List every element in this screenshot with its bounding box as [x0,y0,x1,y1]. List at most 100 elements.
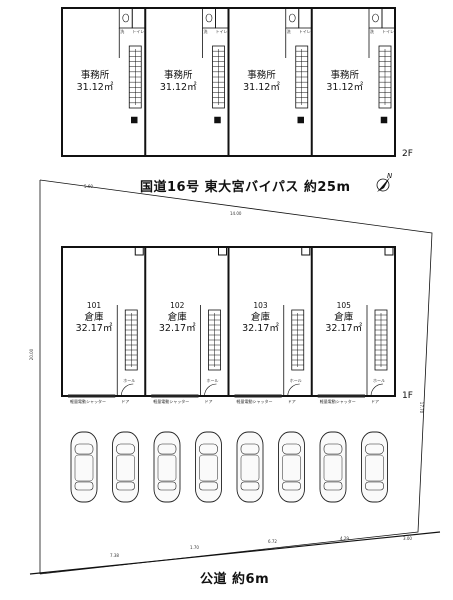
hall-label: ホール [373,378,385,383]
car-icon [361,431,388,503]
car-icon [112,431,139,503]
north-road-label: 国道16号 東大宮バイパス 約25m [140,180,351,195]
dim-north-left: 5.60 [84,184,93,189]
car-body [236,431,264,503]
office-area: 31.12㎡ [159,82,197,93]
toilet-room [118,7,133,29]
floor-label-1f: 1F [402,391,413,401]
car-rear-window [282,481,301,491]
toilet-room [285,7,300,29]
column-mark [214,116,221,124]
car-rear-window [157,481,177,491]
compass-needle [377,177,390,192]
car-roof [199,454,218,482]
hall-label: ホール [123,378,136,383]
unit-number: 101 [86,301,102,310]
washroom [381,7,396,29]
car-icon [70,431,98,503]
car-body [195,431,222,503]
warehouse-use: 倉庫 [334,311,354,323]
dim-west: 20.00 [29,348,35,361]
compass-ring [376,178,390,192]
shutter-label: 軽量電動シャッター [153,399,190,404]
door-swing-icon [204,383,217,397]
toilet-label: トイレ [215,29,228,34]
toilet-label: トイレ [298,29,311,34]
car-roof [365,454,384,482]
washroom [131,7,146,29]
office-use: 事務所 [330,70,359,81]
lot-line [39,179,433,575]
dim-south-1: 7.38 [110,553,119,558]
car-windshield [157,443,177,455]
dim-south-2: 1.70 [190,545,199,550]
first-floor-plan [61,246,396,398]
wash-label: 洗 [120,29,125,34]
car-body [361,431,388,503]
car-windshield [199,443,218,455]
car-rear-window [323,481,343,491]
car-rear-window [116,481,135,491]
toilet-label: トイレ [132,29,145,34]
washroom [215,7,229,29]
door-swing-icon [370,383,384,397]
door-label: ドア [287,399,296,404]
column-mark [384,246,394,256]
second-floor-plan [61,7,396,157]
car-windshield [74,443,94,455]
car-rear-window [74,481,94,491]
toilet-icon [122,13,130,23]
car-body [153,431,181,503]
car-rear-window [199,481,218,491]
door-label: ドア [204,399,213,404]
car-windshield [323,443,343,455]
dim-south-3: 6.72 [268,539,277,544]
parking-cars [70,431,388,503]
office-area: 31.12㎡ [326,82,364,93]
dim-south-4: 4.29 [340,536,349,541]
toilet-icon [205,13,213,23]
car-body [278,431,305,503]
door-swing-icon [287,383,300,397]
car-roof [323,454,343,482]
warehouse-area: 32.17㎡ [242,323,279,334]
warehouse-area: 32.17㎡ [158,323,196,334]
car-icon [236,431,264,503]
floor-label-2f: 2F [402,149,413,159]
car-body [70,431,98,503]
office-use: 事務所 [163,70,193,81]
car-roof [282,454,301,482]
column-mark [218,246,227,256]
washroom [298,7,313,29]
shutter-label: 軽量電動シャッター [236,399,273,404]
car-roof [74,454,94,482]
toilet-room [202,7,216,29]
north-arrow-icon [376,177,390,192]
shutter-label: 軽量電動シャッター [70,399,106,404]
car-windshield [365,443,384,455]
column-mark [134,246,144,256]
toilet-room [368,7,383,29]
wash-label: 洗 [203,29,208,34]
office-area: 31.12㎡ [243,82,280,93]
unit-number: 105 [336,301,351,310]
wash-label: 洗 [286,29,291,34]
hall-label: ホール [206,378,219,383]
dim-south-5: 3.00 [403,536,412,541]
car-body [319,431,347,503]
car-rear-window [240,481,260,491]
wash-label: 洗 [370,29,374,34]
car-icon [153,431,181,503]
hall-label: ホール [289,378,302,383]
warehouse-area: 32.17㎡ [75,323,113,334]
column-mark [301,246,311,256]
office-use: 事務所 [247,70,276,81]
car-windshield [240,443,260,455]
column-mark [297,116,304,124]
car-roof [116,454,135,482]
